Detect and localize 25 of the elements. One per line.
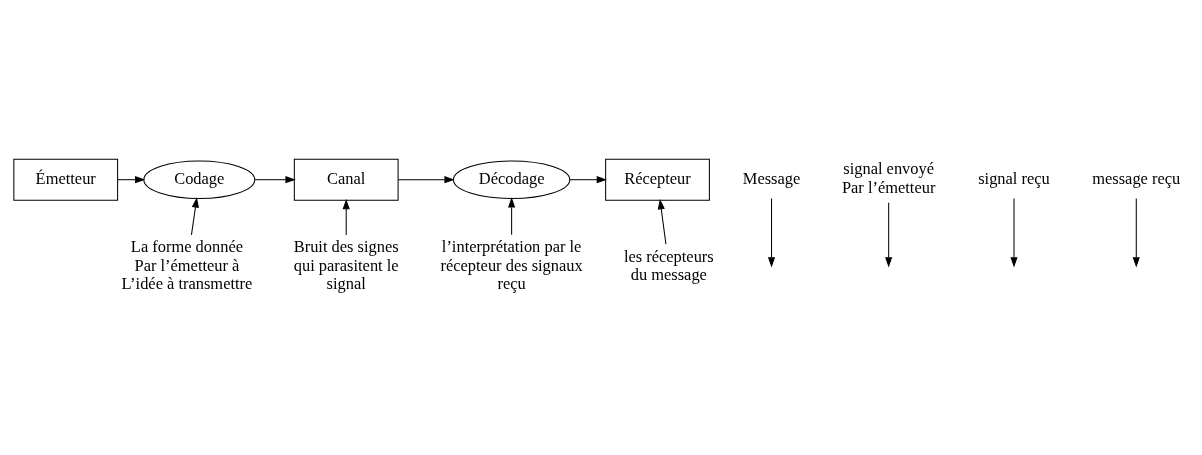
node-text: signal reçu bbox=[978, 168, 1050, 188]
arrow bbox=[657, 198, 667, 245]
arrow bbox=[885, 201, 893, 267]
arrow bbox=[508, 196, 516, 235]
arrow bbox=[397, 175, 455, 183]
node-text: signal envoyé Par l’émetteur bbox=[841, 158, 936, 197]
node-box: Émetteur bbox=[13, 158, 119, 201]
node-text: La forme donnée Par l’émetteur à L’idée à transmettre bbox=[121, 236, 253, 293]
arrow bbox=[1132, 197, 1140, 267]
arrow bbox=[254, 175, 296, 183]
arrow bbox=[342, 198, 350, 235]
arrow bbox=[190, 196, 199, 235]
node-text: Message bbox=[742, 168, 801, 188]
node-text: Bruit des signes qui parasitent le signal bbox=[293, 236, 399, 293]
node-box: Canal bbox=[293, 158, 399, 201]
node-text: l’interprétation par le récepteur des signaux reçu bbox=[440, 236, 583, 293]
node-box: Récepteur bbox=[605, 158, 710, 201]
arrow bbox=[767, 197, 776, 267]
node-ellipse: Codage bbox=[143, 159, 256, 199]
node-ellipse: Décodage bbox=[452, 159, 571, 199]
node-text: message reçu bbox=[1092, 168, 1181, 188]
arrow bbox=[569, 175, 607, 183]
arrow bbox=[117, 175, 146, 183]
arrow bbox=[1010, 197, 1018, 267]
node-text: les récepteurs du message bbox=[623, 246, 714, 284]
